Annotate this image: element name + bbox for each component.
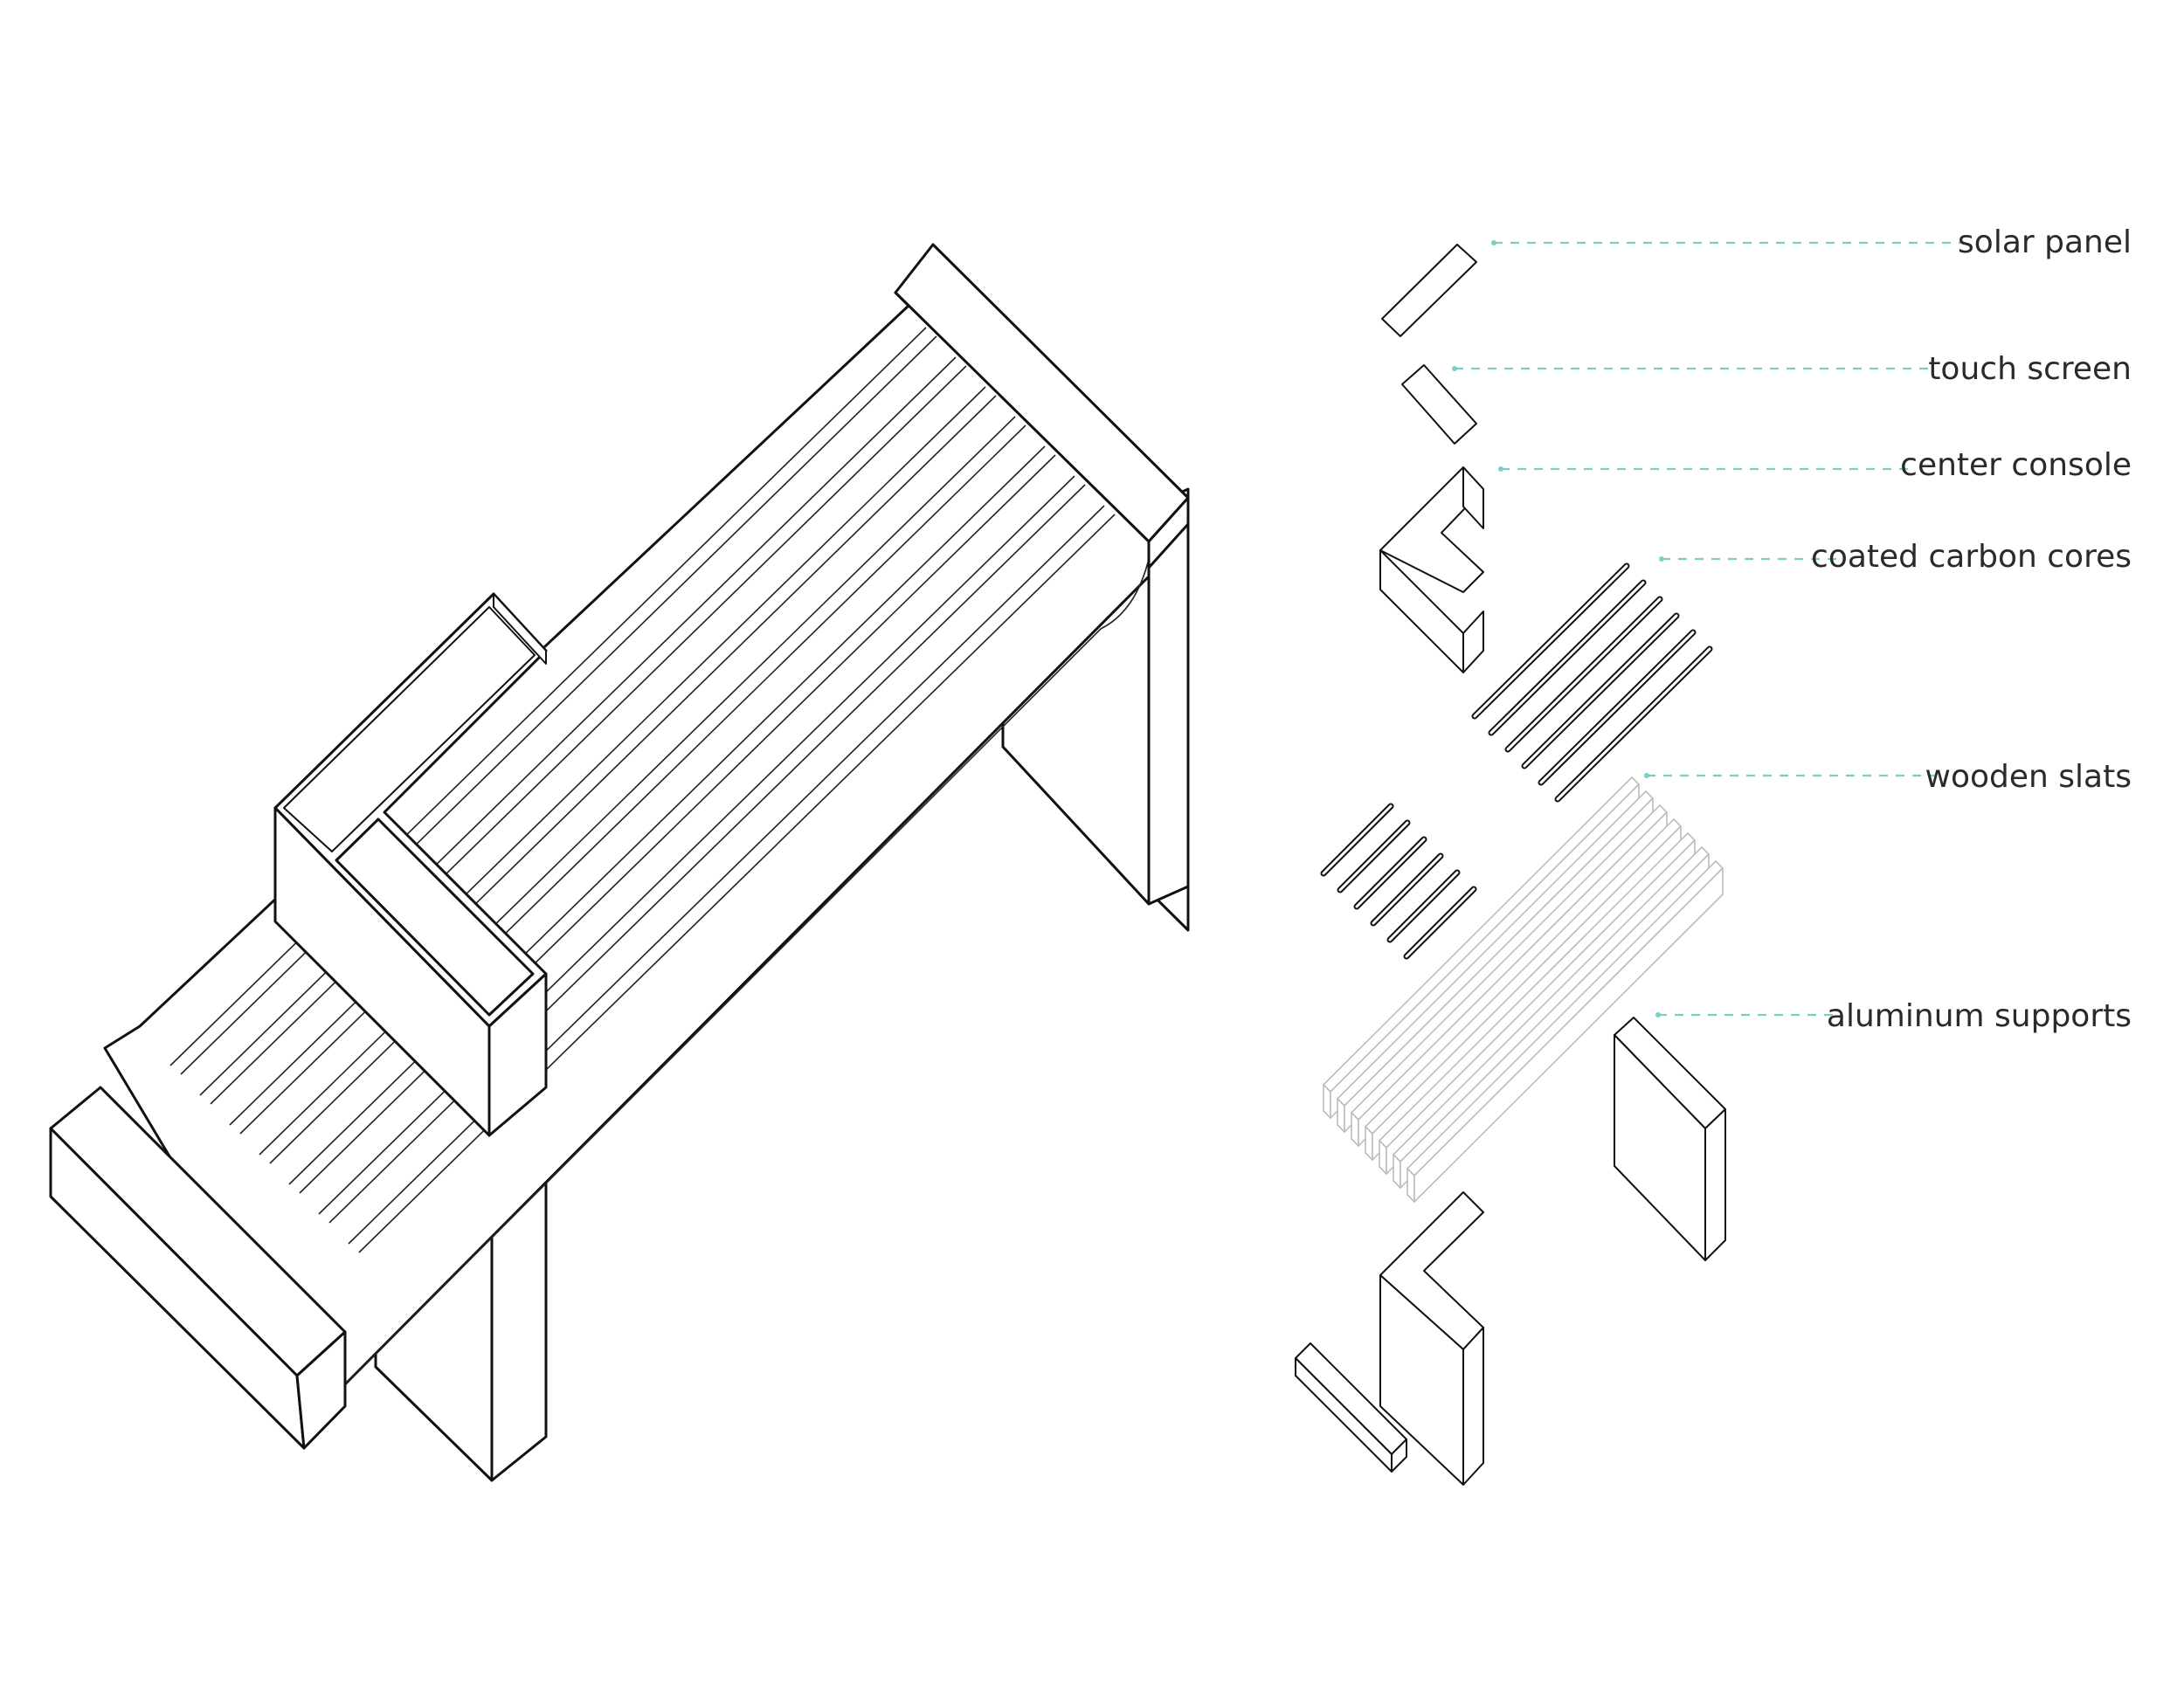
carbon-core-short-highlight xyxy=(1338,821,1409,892)
bench-seat xyxy=(103,291,1151,1390)
wooden-slat-end xyxy=(1393,1154,1401,1189)
label-coated-carbon-cores-text: coated carbon cores xyxy=(1811,539,2132,575)
center-console xyxy=(273,592,548,1137)
wooden-slat-end xyxy=(1406,1168,1415,1203)
assembled-bench xyxy=(49,243,1190,1482)
label-touch-screen: touch screen xyxy=(1452,351,2132,387)
carbon-core-short-highlight xyxy=(1388,871,1459,942)
label-wooden-slats-text: wooden slats xyxy=(1925,759,2132,795)
part-coated-carbon-cores xyxy=(1320,562,1713,960)
wooden-slat-side xyxy=(1413,867,1724,1203)
carbon-core-long-highlight xyxy=(1556,647,1711,801)
end-plate-left xyxy=(49,1086,347,1450)
carbon-core-short-highlight xyxy=(1322,804,1393,875)
part-solar-panel xyxy=(1381,244,1477,337)
label-coated-carbon-cores: coated carbon cores xyxy=(1659,539,2132,575)
part-wooden-slats xyxy=(1323,776,1724,1203)
label-aluminum-supports-text: aluminum supports xyxy=(1827,998,2132,1034)
carbon-core-short-highlight xyxy=(1372,854,1442,925)
carbon-core-long-highlight xyxy=(1473,564,1628,718)
label-wooden-slats: wooden slats xyxy=(1644,759,2132,795)
end-plate-right xyxy=(894,243,1190,569)
exploded-parts xyxy=(1295,244,1726,1486)
carbon-core-long-highlight xyxy=(1539,631,1695,784)
console-solar-panel xyxy=(283,606,536,852)
wooden-slat-end xyxy=(1365,1126,1373,1161)
carbon-core-short-highlight xyxy=(1355,838,1426,908)
wooden-slat-end xyxy=(1379,1140,1387,1175)
part-center-console xyxy=(1379,466,1484,673)
label-center-console-text: center console xyxy=(1900,447,2132,483)
label-solar-panel: solar panel xyxy=(1491,224,2132,260)
label-solar-panel-text: solar panel xyxy=(1958,224,2132,260)
label-aluminum-supports: aluminum supports xyxy=(1655,998,2132,1034)
label-touch-screen-text: touch screen xyxy=(1928,351,2132,387)
wooden-slat-end xyxy=(1337,1098,1345,1133)
part-touch-screen xyxy=(1401,364,1477,445)
carbon-core-short-highlight xyxy=(1405,887,1476,958)
console-touch-screen xyxy=(335,818,535,1017)
labels: solar panel touch screen center console … xyxy=(1452,224,2132,1034)
part-aluminum-support-left xyxy=(1379,1191,1484,1486)
label-center-console: center console xyxy=(1498,447,2132,483)
part-aluminum-support-right xyxy=(1614,1017,1726,1261)
carbon-core-long-highlight xyxy=(1523,614,1678,768)
carbon-core-long-highlight xyxy=(1489,581,1645,735)
part-aluminum-support-bar xyxy=(1295,1342,1407,1473)
wooden-slat-end xyxy=(1323,1084,1331,1119)
carbon-core-long-highlight xyxy=(1506,597,1662,751)
wooden-slat-end xyxy=(1351,1112,1359,1147)
